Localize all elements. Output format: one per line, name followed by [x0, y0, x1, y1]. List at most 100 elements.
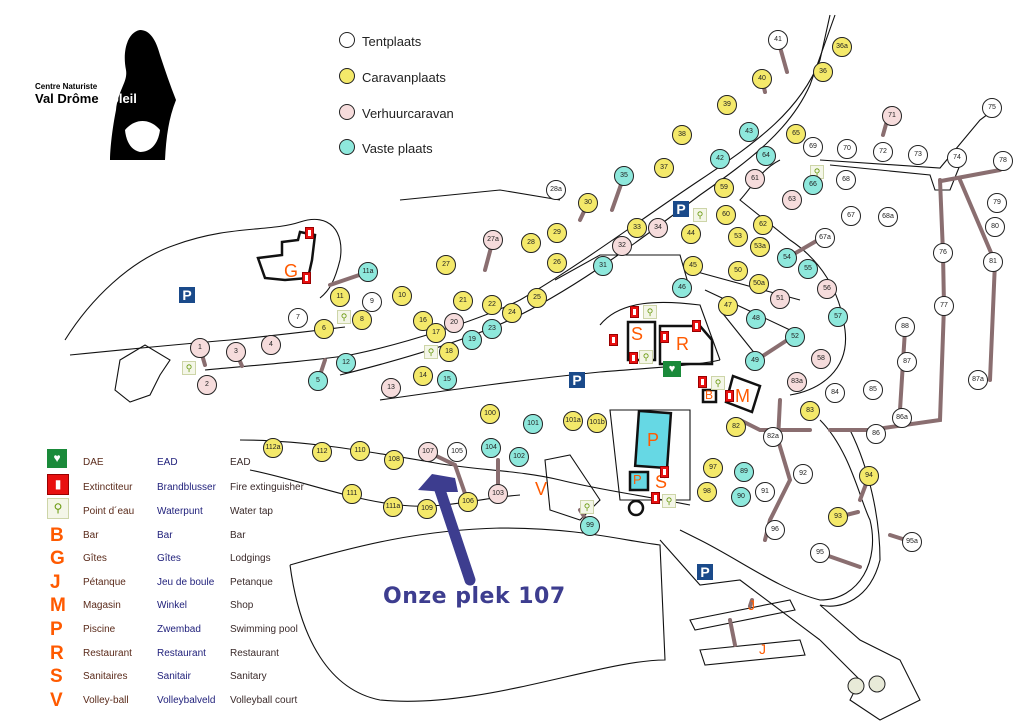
pitch-48[interactable]: 48 [746, 309, 766, 329]
pitch-52[interactable]: 52 [785, 327, 805, 347]
pitch-9[interactable]: 9 [362, 292, 382, 312]
pitch-77[interactable]: 77 [934, 296, 954, 316]
pitch-25[interactable]: 25 [527, 288, 547, 308]
pitch-31[interactable]: 31 [593, 256, 613, 276]
pitch-101[interactable]: 101 [523, 414, 543, 434]
pitch-55[interactable]: 55 [798, 259, 818, 279]
pitch-101a[interactable]: 101a [563, 411, 583, 431]
pitch-102[interactable]: 102 [509, 447, 529, 467]
pitch-36[interactable]: 36 [813, 62, 833, 82]
pitch-57[interactable]: 57 [828, 307, 848, 327]
pitch-33[interactable]: 33 [627, 218, 647, 238]
pitch-32[interactable]: 32 [612, 236, 632, 256]
pitch-29[interactable]: 29 [547, 223, 567, 243]
pitch-66[interactable]: 66 [803, 175, 823, 195]
pitch-23[interactable]: 23 [482, 319, 502, 339]
pitch-38[interactable]: 38 [672, 125, 692, 145]
pitch-82[interactable]: 82 [726, 417, 746, 437]
pitch-67a[interactable]: 67a [815, 228, 835, 248]
pitch-87[interactable]: 87 [897, 352, 917, 372]
pitch-44[interactable]: 44 [681, 224, 701, 244]
pitch-1[interactable]: 1 [190, 338, 210, 358]
pitch-50[interactable]: 50 [728, 261, 748, 281]
pitch-99[interactable]: 99 [580, 516, 600, 536]
pitch-15[interactable]: 15 [437, 370, 457, 390]
pitch-20[interactable]: 20 [444, 313, 464, 333]
pitch-80[interactable]: 80 [985, 217, 1005, 237]
pitch-95a[interactable]: 95a [902, 532, 922, 552]
pitch-41[interactable]: 41 [768, 30, 788, 50]
pitch-111[interactable]: 111 [342, 484, 362, 504]
pitch-21[interactable]: 21 [453, 291, 473, 311]
pitch-27a[interactable]: 27a [483, 230, 503, 250]
pitch-106[interactable]: 106 [458, 492, 478, 512]
pitch-64[interactable]: 64 [756, 146, 776, 166]
pitch-74[interactable]: 74 [947, 148, 967, 168]
pitch-34[interactable]: 34 [648, 218, 668, 238]
pitch-81[interactable]: 81 [983, 252, 1003, 272]
pitch-61[interactable]: 61 [745, 169, 765, 189]
pitch-11[interactable]: 11 [330, 287, 350, 307]
pitch-88[interactable]: 88 [895, 317, 915, 337]
pitch-78[interactable]: 78 [993, 151, 1013, 171]
pitch-37[interactable]: 37 [654, 158, 674, 178]
pitch-12[interactable]: 12 [336, 353, 356, 373]
pitch-71[interactable]: 71 [882, 106, 902, 126]
pitch-46[interactable]: 46 [672, 278, 692, 298]
pitch-27[interactable]: 27 [436, 255, 456, 275]
pitch-73[interactable]: 73 [908, 145, 928, 165]
pitch-108[interactable]: 108 [384, 450, 404, 470]
pitch-76[interactable]: 76 [933, 243, 953, 263]
pitch-59[interactable]: 59 [714, 178, 734, 198]
pitch-90[interactable]: 90 [731, 487, 751, 507]
pitch-79[interactable]: 79 [987, 193, 1007, 213]
pitch-51[interactable]: 51 [770, 289, 790, 309]
pitch-101b[interactable]: 101b [587, 413, 607, 433]
pitch-28a[interactable]: 28a [546, 180, 566, 200]
pitch-75[interactable]: 75 [982, 98, 1002, 118]
pitch-95[interactable]: 95 [810, 543, 830, 563]
pitch-100[interactable]: 100 [480, 404, 500, 424]
pitch-53[interactable]: 53 [728, 227, 748, 247]
pitch-112a[interactable]: 112a [263, 438, 283, 458]
pitch-97[interactable]: 97 [703, 458, 723, 478]
pitch-28[interactable]: 28 [521, 233, 541, 253]
pitch-10[interactable]: 10 [392, 286, 412, 306]
pitch-36a[interactable]: 36a [832, 37, 852, 57]
pitch-35[interactable]: 35 [614, 166, 634, 186]
pitch-93[interactable]: 93 [828, 507, 848, 527]
pitch-68a[interactable]: 68a [878, 207, 898, 227]
pitch-65[interactable]: 65 [786, 124, 806, 144]
pitch-70[interactable]: 70 [837, 139, 857, 159]
pitch-6[interactable]: 6 [314, 319, 334, 339]
pitch-96[interactable]: 96 [765, 520, 785, 540]
pitch-56[interactable]: 56 [817, 279, 837, 299]
pitch-112[interactable]: 112 [312, 442, 332, 462]
pitch-53a[interactable]: 53a [750, 237, 770, 257]
pitch-84[interactable]: 84 [825, 383, 845, 403]
pitch-60[interactable]: 60 [716, 205, 736, 225]
pitch-92[interactable]: 92 [793, 464, 813, 484]
pitch-83a[interactable]: 83a [787, 372, 807, 392]
pitch-91[interactable]: 91 [755, 482, 775, 502]
pitch-72[interactable]: 72 [873, 142, 893, 162]
pitch-3[interactable]: 3 [226, 342, 246, 362]
pitch-2[interactable]: 2 [197, 375, 217, 395]
pitch-98[interactable]: 98 [697, 482, 717, 502]
pitch-14[interactable]: 14 [413, 366, 433, 386]
pitch-86[interactable]: 86 [866, 424, 886, 444]
pitch-67[interactable]: 67 [841, 206, 861, 226]
pitch-19[interactable]: 19 [462, 330, 482, 350]
pitch-30[interactable]: 30 [578, 193, 598, 213]
pitch-24[interactable]: 24 [502, 303, 522, 323]
pitch-86a[interactable]: 86a [892, 408, 912, 428]
pitch-13[interactable]: 13 [381, 378, 401, 398]
pitch-111a[interactable]: 111a [383, 497, 403, 517]
pitch-47[interactable]: 47 [718, 296, 738, 316]
pitch-39[interactable]: 39 [717, 95, 737, 115]
pitch-45[interactable]: 45 [683, 256, 703, 276]
pitch-105[interactable]: 105 [447, 442, 467, 462]
pitch-17[interactable]: 17 [426, 323, 446, 343]
pitch-49[interactable]: 49 [745, 351, 765, 371]
pitch-5[interactable]: 5 [308, 371, 328, 391]
